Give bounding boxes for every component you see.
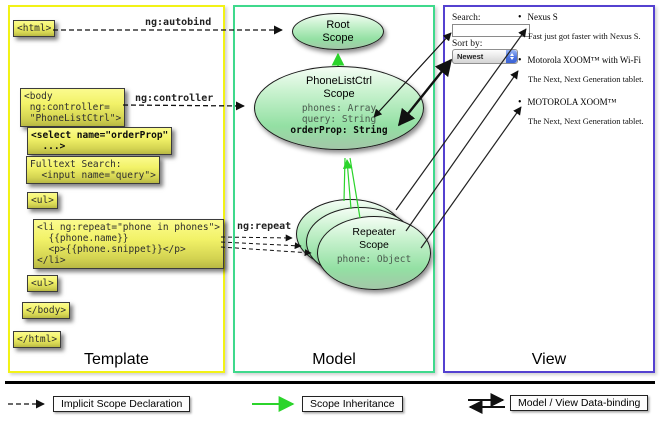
bullet-icon: • — [518, 55, 522, 66]
repeater-scope-ellipse: Repeater Scope phone: Object — [317, 216, 431, 290]
item-desc: The Next, Next Generation tablet. — [528, 116, 644, 126]
model-panel-caption: Model — [312, 351, 356, 368]
ng-autobind-label: ng:autobind — [145, 17, 212, 28]
stepper-up-icon — [509, 53, 514, 56]
code-box-fulltext: Fulltext Search: <input name="query"> — [26, 156, 160, 184]
item-title: MOTOROLA XOOM™ — [527, 97, 617, 107]
item-title: Motorola XOOM™ with Wi-Fi — [527, 55, 642, 65]
legend-model-view-databinding: Model / View Data-binding — [510, 395, 649, 411]
phonelistctrl-scope-ellipse: PhoneListCtrl Scope phones: Array query:… — [254, 66, 424, 150]
repeater-scope-title: Repeater Scope — [352, 226, 396, 251]
code-box-ul-open: <ul> — [27, 192, 58, 209]
template-panel-caption: Template — [84, 351, 149, 368]
item-title: Nexus S — [527, 12, 558, 22]
scope-prop-phones: phones: Array — [301, 103, 377, 114]
bullet-icon: • — [518, 12, 522, 23]
ng-repeat-label: ng:repeat — [237, 221, 292, 232]
root-scope-ellipse: Root Scope — [292, 13, 384, 50]
select-stepper-icon — [506, 50, 517, 63]
sort-by-label: Sort by: — [452, 39, 483, 49]
code-box-li-repeat: <li ng:repeat="phone in phones"> {{phone… — [33, 219, 225, 269]
code-box-ul-close: <ul> — [27, 275, 58, 292]
legend-scope-inheritance: Scope Inheritance — [302, 396, 403, 412]
search-label: Search: — [452, 13, 481, 23]
sort-select[interactable]: Newest — [452, 49, 518, 64]
code-box-body-open: <body ng:controller= "PhoneListCtrl"> — [20, 88, 126, 127]
ng-controller-label: ng:controller — [135, 93, 214, 104]
code-box-select: <select name="orderProp" ...> — [27, 127, 173, 155]
legend-divider — [5, 381, 655, 384]
scope-prop-orderprop: orderProp: String — [290, 125, 388, 136]
list-item: • MOTOROLA XOOM™ The Next, Next Generati… — [518, 97, 652, 126]
stepper-down-icon — [509, 57, 514, 60]
scope-prop-query: query: String — [301, 114, 377, 125]
code-box-html-close: </html> — [13, 331, 62, 348]
view-panel-caption: View — [531, 351, 567, 368]
sort-select-value: Newest — [457, 52, 484, 61]
scope-prop-phone: phone: Object — [336, 254, 412, 265]
model-panel: Model — [233, 5, 435, 373]
item-desc: The Next, Next Generation tablet. — [528, 74, 644, 84]
code-box-html-open: <html> — [13, 20, 56, 37]
root-scope-title: Root Scope — [322, 19, 354, 44]
list-item: • Motorola XOOM™ with Wi-Fi The Next, Ne… — [518, 55, 652, 84]
code-box-body-close: </body> — [22, 302, 71, 319]
phonelistctrl-scope-title: PhoneListCtrl Scope — [305, 75, 373, 100]
legend-implicit-scope-declaration: Implicit Scope Declaration — [53, 396, 191, 412]
list-item: • Nexus S Fast just got faster with Nexu… — [518, 12, 652, 41]
bullet-icon: • — [518, 97, 522, 108]
item-desc: Fast just got faster with Nexus S. — [528, 31, 641, 41]
